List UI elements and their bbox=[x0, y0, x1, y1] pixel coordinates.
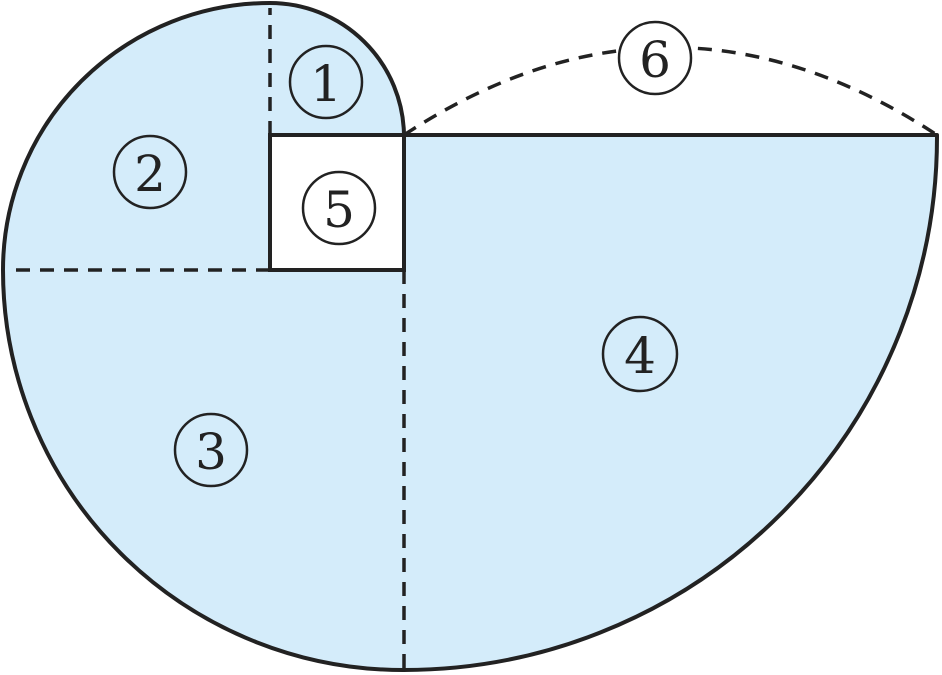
label-6: 6 bbox=[617, 20, 693, 96]
label-4: 4 bbox=[601, 315, 679, 393]
region-2 bbox=[3, 3, 270, 270]
svg-text:4: 4 bbox=[624, 327, 656, 385]
region-1 bbox=[270, 2, 404, 135]
region-3 bbox=[3, 270, 404, 671]
svg-text:6: 6 bbox=[639, 31, 671, 89]
region-4 bbox=[404, 135, 938, 670]
label-5: 5 bbox=[301, 170, 377, 246]
arc-6 bbox=[403, 45, 938, 137]
label-1: 1 bbox=[288, 44, 364, 120]
label-2: 2 bbox=[112, 134, 188, 210]
svg-text:1: 1 bbox=[310, 55, 342, 113]
label-3: 3 bbox=[173, 412, 249, 488]
svg-text:5: 5 bbox=[323, 181, 355, 239]
svg-text:3: 3 bbox=[195, 423, 227, 481]
svg-text:2: 2 bbox=[134, 145, 166, 203]
